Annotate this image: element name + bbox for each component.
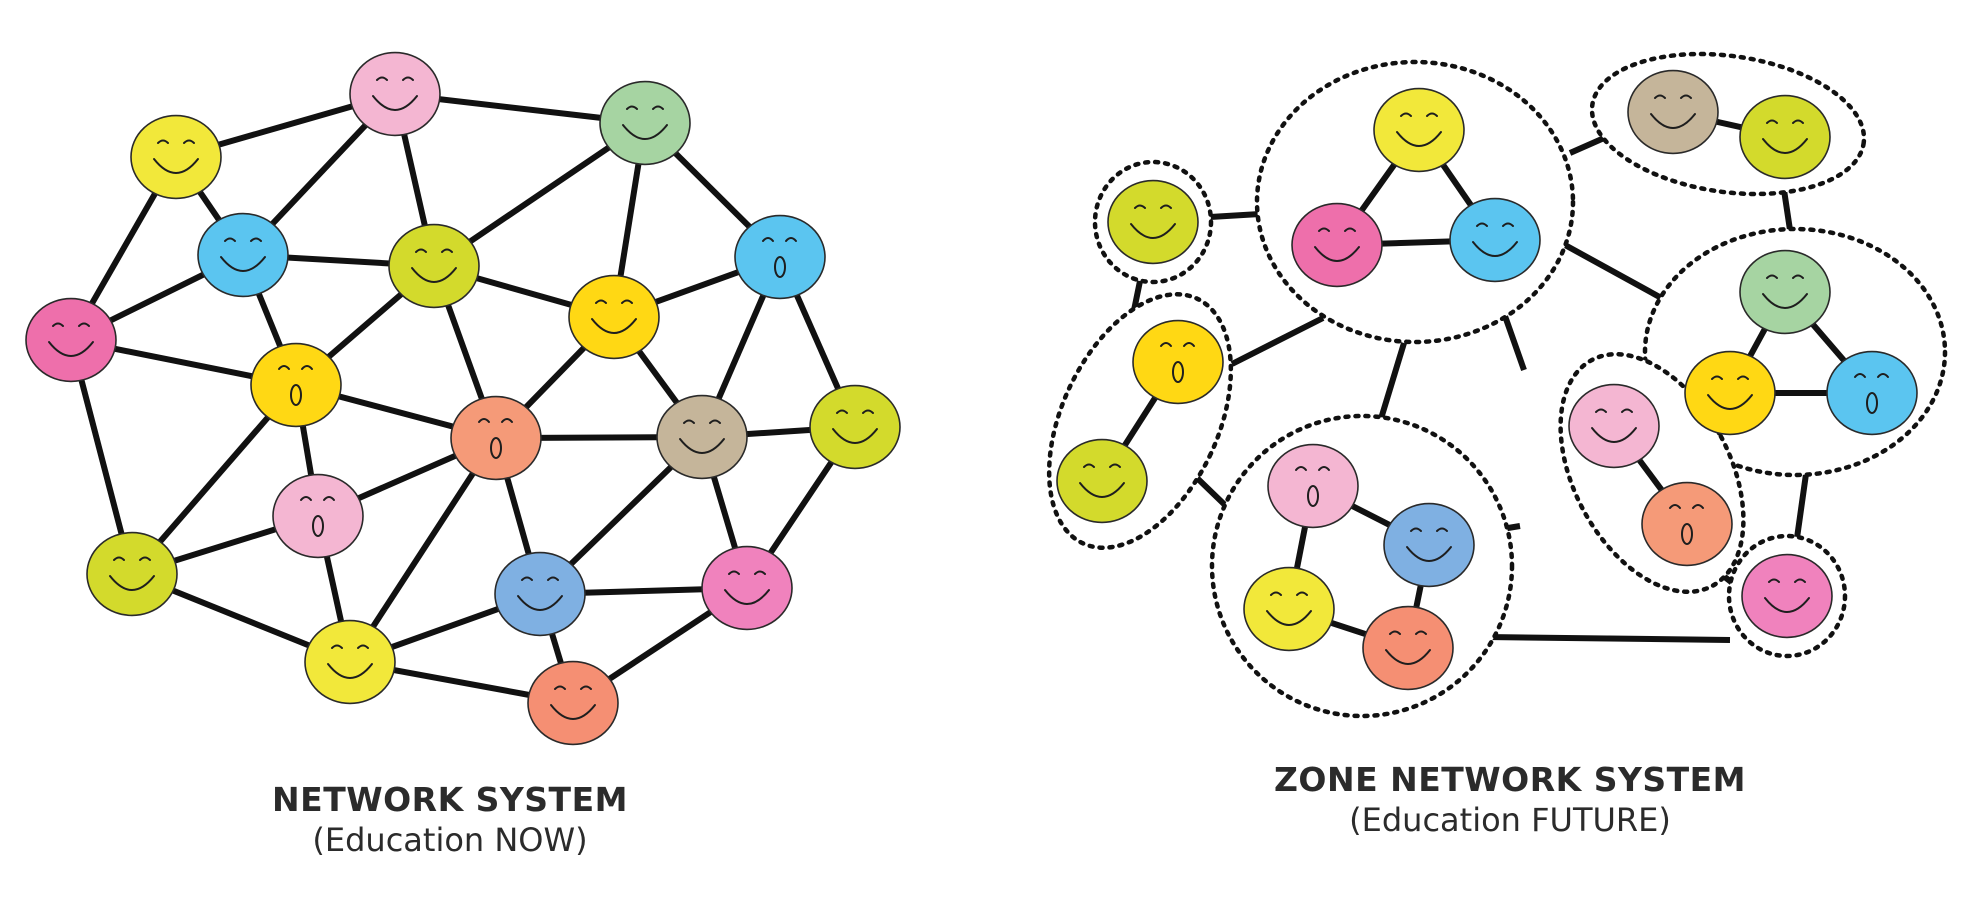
zone-link-z2-z3 — [1230, 315, 1325, 367]
b10-node — [1684, 350, 1776, 436]
b1-node — [1107, 179, 1199, 265]
a8-node — [568, 274, 660, 360]
a10-node — [450, 395, 542, 481]
right-caption-title: ZONE NETWORK SYSTEM — [1273, 760, 1747, 799]
b11-node — [1826, 350, 1918, 436]
b12-node — [1568, 383, 1660, 469]
zone-link-z2-z7 — [1377, 342, 1407, 423]
b3-node — [1291, 202, 1383, 288]
a13-node — [272, 473, 364, 559]
b16-node — [1243, 566, 1335, 652]
zone-link-z7-z8 — [1485, 634, 1731, 643]
zone-link-z4-z5 — [1781, 189, 1793, 231]
b9-node — [1739, 249, 1831, 335]
a16-node — [701, 545, 793, 631]
zone-link-z2-z5 — [1563, 242, 1667, 303]
b4-node — [1449, 197, 1541, 283]
b18-node — [1741, 553, 1833, 639]
a17-node — [304, 619, 396, 705]
right-caption-subtitle: (Education FUTURE) — [1349, 801, 1671, 839]
b7-node — [1132, 319, 1224, 405]
network-system-caption: NETWORK SYSTEM (Education NOW) — [240, 780, 660, 859]
a7-node — [25, 297, 117, 383]
a18-node — [527, 660, 619, 746]
a5-node — [388, 223, 480, 309]
zone-link-z3-z7 — [1193, 474, 1229, 509]
left-caption-subtitle: (Education NOW) — [312, 821, 588, 859]
right-network-nodes — [1056, 69, 1918, 691]
a6-node — [734, 214, 826, 300]
left-network-nodes — [25, 51, 901, 746]
b14-node — [1267, 443, 1359, 529]
a15-node — [494, 551, 586, 637]
a9-node — [250, 342, 342, 428]
left-caption-title: NETWORK SYSTEM — [272, 780, 628, 819]
b5-node — [1627, 69, 1719, 155]
b6-node — [1739, 94, 1831, 180]
a14-node — [86, 531, 178, 617]
a12-node — [809, 384, 901, 470]
a4-node — [197, 212, 289, 298]
b17-node — [1362, 605, 1454, 691]
zone-network-system-caption: ZONE NETWORK SYSTEM (Education FUTURE) — [1260, 760, 1760, 839]
a2-node — [349, 51, 441, 137]
a1-node — [130, 114, 222, 200]
zone-link-z5-z8 — [1794, 473, 1809, 539]
b15-node — [1383, 502, 1475, 588]
b8-node — [1056, 438, 1148, 524]
zone-link-z1-z2 — [1209, 211, 1261, 220]
b2-node — [1373, 87, 1465, 173]
edge-a10-a17 — [347, 436, 499, 664]
a11-node — [656, 394, 748, 480]
b13-node — [1641, 481, 1733, 567]
zone-link-z2-z6 — [1502, 315, 1527, 371]
a3-node — [599, 80, 691, 166]
